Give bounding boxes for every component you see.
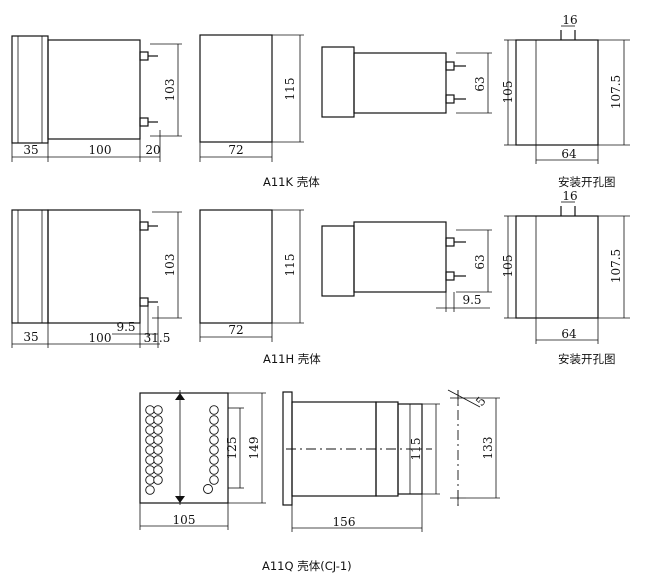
- a11k-cutout-top-label: 16: [562, 13, 577, 27]
- a11q-face-view: [139, 390, 266, 530]
- a11q-mounting-holes: [447, 389, 500, 506]
- a11h-caption: A11H 壳体: [263, 352, 321, 366]
- a11k-overall-height-label: 105: [501, 81, 515, 104]
- a11h-cutout-view: [504, 201, 630, 344]
- a11h-terminal-height-label: 63: [473, 254, 487, 269]
- a11h-side-height-label: 103: [163, 254, 177, 277]
- a11h-side-width-a-label: 35: [23, 330, 38, 344]
- a11k-terminal-height-label: 63: [473, 76, 487, 91]
- a11q-face-width-label: 105: [173, 513, 196, 527]
- a11k-caption: A11K 壳体: [263, 175, 320, 189]
- a11k-side-view: [11, 35, 182, 162]
- a11h-front-height-label: 115: [283, 254, 297, 277]
- a11h-cutout-caption: 安装开孔图: [558, 352, 616, 366]
- a11k-front-height-label: 115: [283, 78, 297, 101]
- a11q-side-height-label: 115: [409, 438, 423, 461]
- a11k-cutout-width-label: 64: [561, 147, 577, 161]
- a11k-side-width-c-label: 20: [145, 143, 160, 157]
- a11h-overall-height-label: 105: [501, 255, 515, 278]
- a11h-terminal-view: [321, 221, 492, 312]
- a11h-front-view: [199, 209, 304, 342]
- a11k-cutout-view: [504, 25, 630, 164]
- a11h-terminal-offset-label: 9.5: [462, 293, 481, 307]
- a11q-face-inner-height-label: 125: [225, 437, 239, 460]
- a11q-side-length-label: 156: [333, 515, 356, 529]
- a11q-cutout-height-label: 133: [481, 437, 495, 460]
- a11h-side-inner-label: 9.5: [116, 320, 135, 334]
- a11k-cutout-height-label: 107.5: [609, 75, 623, 109]
- a11h-cutout-top-label: 16: [562, 189, 577, 203]
- a11h-front-width-label: 72: [228, 323, 243, 337]
- a11k-terminal-view: [321, 46, 492, 118]
- a11k-side-width-a-label: 35: [23, 143, 38, 157]
- a11h-cutout-height-label: 107.5: [609, 249, 623, 283]
- a11k-front-view: [199, 34, 304, 162]
- a11h-side-width-b-label: 100: [89, 331, 112, 345]
- a11k-side-height-label: 103: [163, 79, 177, 102]
- a11k-side-width-b-label: 100: [89, 143, 112, 157]
- a11q-pin-array: [145, 405, 219, 495]
- a11q-face-height-label: 149: [247, 437, 261, 460]
- a11q-side-view: [282, 391, 440, 532]
- a11k-cutout-caption: 安装开孔图: [558, 175, 616, 189]
- a11q-caption: A11Q 壳体(CJ-1): [262, 559, 352, 573]
- a11h-cutout-width-label: 64: [561, 327, 577, 341]
- a11h-side-view: [11, 209, 182, 348]
- a11h-side-width-c-label: 31.5: [144, 331, 171, 345]
- a11k-front-width-label: 72: [228, 143, 243, 157]
- a11q-hole-label: 5: [473, 394, 489, 409]
